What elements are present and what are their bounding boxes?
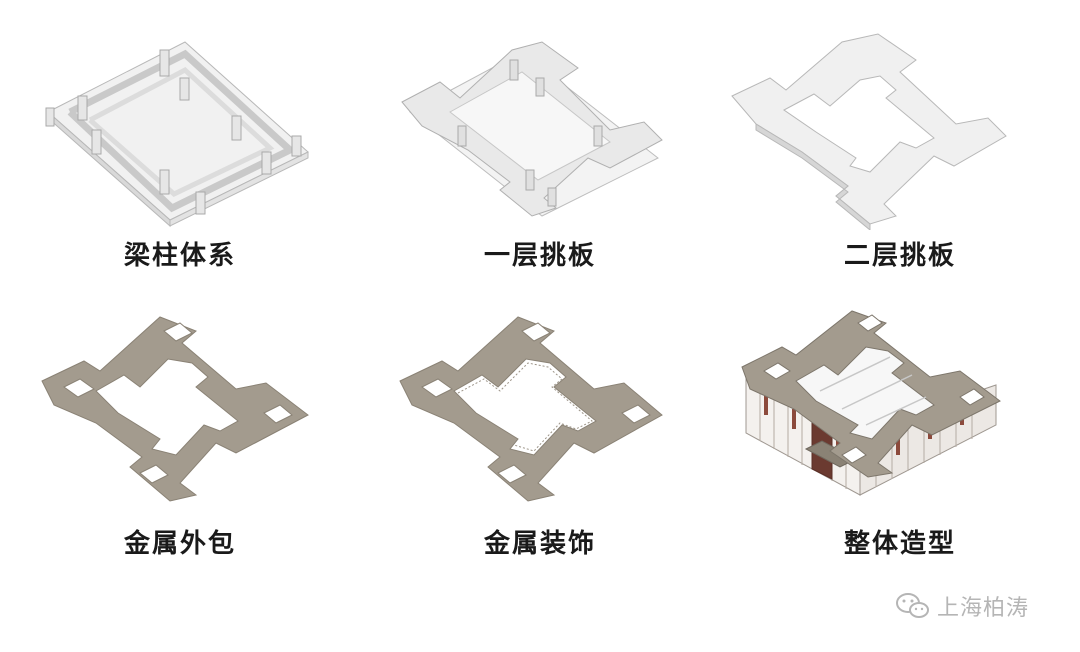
metal-cladding-diagram <box>41 316 309 502</box>
panel-second-floor-slab: 二层挑板 <box>720 20 1080 310</box>
roof-atrium <box>795 346 935 440</box>
caption-overall-form: 整体造型 <box>843 529 956 559</box>
skylight-lines <box>819 356 927 426</box>
metal-decoration-diagram <box>399 316 663 502</box>
panel-beam-column-system: 梁柱体系 <box>0 20 360 310</box>
inner-void <box>95 358 239 456</box>
overall-form-diagram <box>741 310 1001 496</box>
first-floor-slab-diagram <box>401 41 663 217</box>
beam-column-diagram <box>45 41 309 228</box>
caption-beam-column-system: 梁柱体系 <box>123 241 236 271</box>
columns <box>45 49 302 215</box>
caption-first-floor-slab: 一层挑板 <box>483 241 596 271</box>
panel-first-floor-slab: 一层挑板 <box>360 20 720 310</box>
inner-beam <box>88 66 275 197</box>
perimeter-beam <box>67 49 297 213</box>
inner-void <box>449 71 611 181</box>
caption-metal-cladding: 金属外包 <box>123 529 236 559</box>
decoration-openings <box>421 322 651 484</box>
caption-second-floor-slab: 二层挑板 <box>843 241 956 271</box>
watermark-text: 上海柏涛 <box>937 596 1030 621</box>
inner-void <box>783 75 935 173</box>
panel-overall-form: 整体造型 <box>720 305 1080 595</box>
watermark: 上海柏涛 <box>895 590 1029 622</box>
panel-metal-decoration: 金属装饰 <box>360 305 720 595</box>
slab-edge <box>755 123 871 230</box>
wechat-logo-icon <box>896 593 929 618</box>
panel-metal-cladding: 金属外包 <box>0 305 360 595</box>
roof-openings <box>763 314 985 464</box>
caption-metal-decoration: 金属装饰 <box>483 529 596 559</box>
second-floor-slab-diagram <box>731 33 1007 230</box>
cladding-openings <box>63 322 293 484</box>
columns <box>457 59 603 207</box>
